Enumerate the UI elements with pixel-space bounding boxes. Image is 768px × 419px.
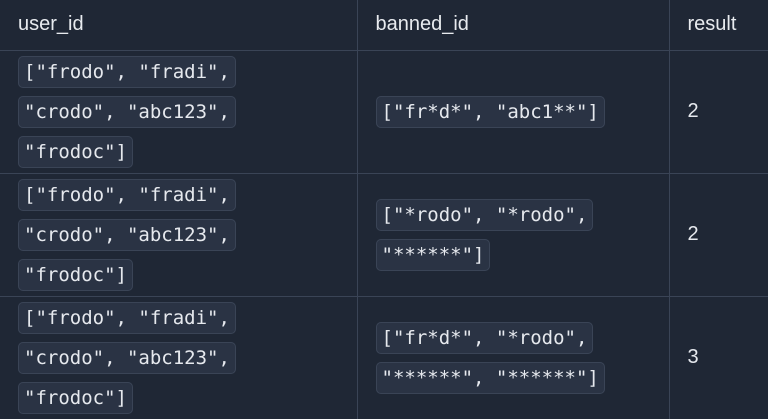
header-user-id: user_id bbox=[0, 0, 358, 51]
header-result: result bbox=[669, 0, 768, 51]
banned-id-code: ["fr*d*", "abc1**"] bbox=[375, 95, 605, 128]
result-cell: 3 bbox=[687, 346, 699, 369]
banned-id-code: ["fr*d*", "*rodo", "******", "******"] bbox=[375, 321, 605, 394]
header-row: user_id banned_id result bbox=[0, 0, 768, 51]
user-id-code: ["frodo", "fradi", "crodo", "abc123", "f… bbox=[18, 178, 236, 291]
user-id-cell: ["frodo", "fradi", "crodo", "abc123", "f… bbox=[0, 50, 358, 174]
table-row: ["frodo", "fradi", "crodo", "abc123", "f… bbox=[0, 50, 768, 174]
banned-id-cell: ["fr*d*", "*rodo", "******", "******"] bbox=[357, 296, 670, 419]
user-id-cell: ["frodo", "fradi", "crodo", "abc123", "f… bbox=[0, 173, 358, 297]
result-cell: 2 bbox=[669, 173, 768, 297]
user-id-code: ["frodo", "fradi", "crodo", "abc123", "f… bbox=[18, 55, 236, 168]
table-row: ["frodo", "fradi", "crodo", "abc123", "f… bbox=[0, 296, 768, 419]
header-banned-id: banned_id bbox=[357, 0, 670, 51]
user-id-cell: ["frodo", "fradi", "crodo", "abc123", "f… bbox=[0, 296, 358, 419]
table-row: ["frodo", "fradi", "crodo", "abc123", "f… bbox=[0, 173, 768, 297]
user-id-code: ["frodo", "fradi", "crodo", "abc123", "f… bbox=[18, 301, 236, 414]
result-cell: 2 bbox=[669, 50, 768, 174]
banned-id-code: ["*rodo", "*rodo", "******"] bbox=[375, 198, 594, 271]
banned-id-cell: ["fr*d*", "abc1**"] bbox=[357, 50, 670, 174]
banned-id-cell: ["*rodo", "*rodo", "******"] bbox=[357, 173, 670, 297]
